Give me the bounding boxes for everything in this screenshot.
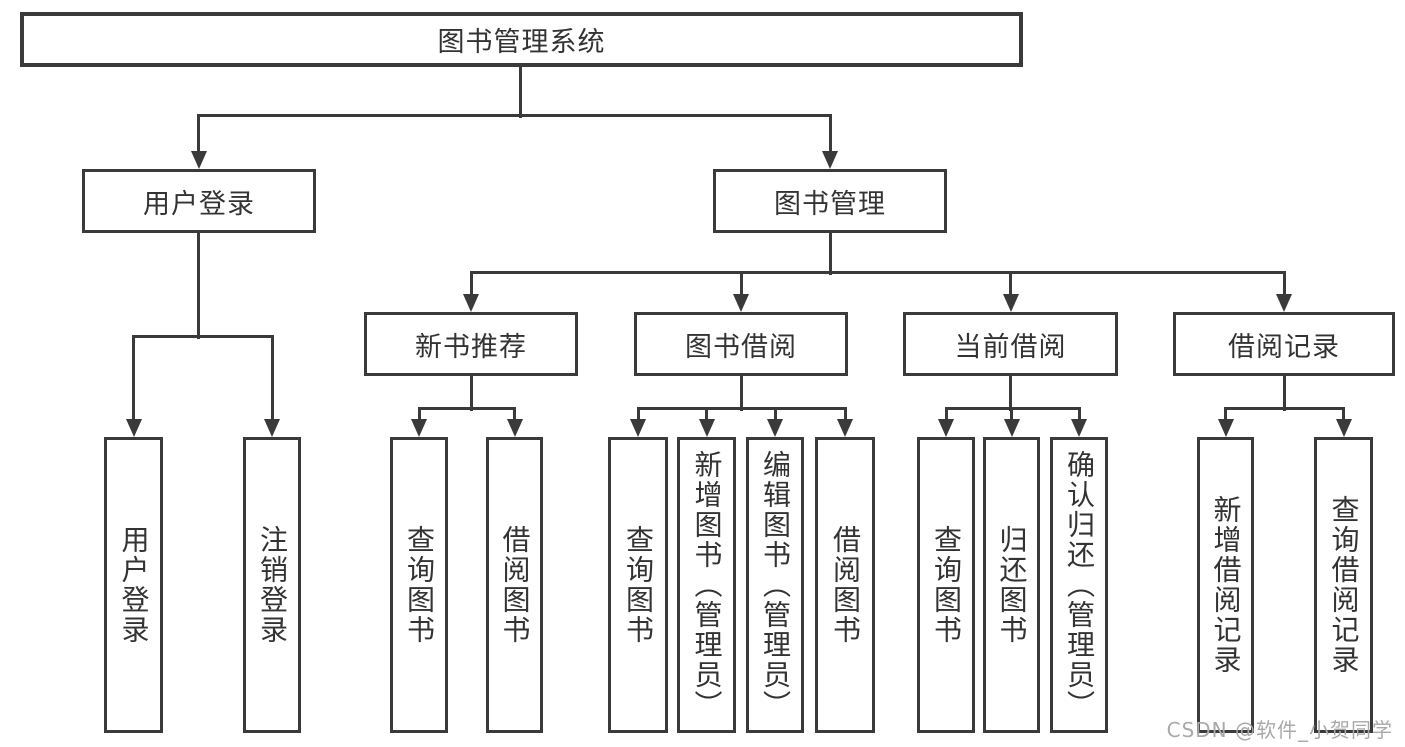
- connector-line: [518, 66, 522, 118]
- node-book-borrowing: 图书借阅: [634, 312, 848, 376]
- arrowhead: [125, 419, 142, 437]
- leaf-borrow-books-recommend: 借阅图书: [486, 437, 543, 733]
- connector-line: [773, 408, 777, 429]
- leaf-confirm-return-admin: 确认归还（管理员）: [1050, 437, 1108, 733]
- connector-line: [828, 115, 832, 161]
- connector-line: [944, 408, 948, 429]
- leaf-add-book-admin: 新增图书（管理员）: [677, 437, 736, 733]
- arrowhead: [1276, 294, 1292, 312]
- leaf-query-books-borrowing: 查询图书: [608, 437, 668, 733]
- leaf-query-borrow-record: 查询借阅记录: [1314, 437, 1373, 733]
- connector-line: [636, 408, 640, 429]
- connector-line: [1010, 408, 1013, 429]
- leaf-user-login: 用户登录: [104, 437, 163, 733]
- connector-line: [636, 406, 847, 410]
- connector-line: [417, 406, 516, 410]
- arrowhead: [1335, 419, 1352, 437]
- leaf-add-borrow-record: 新增借阅记录: [1197, 437, 1254, 733]
- arrowhead: [463, 294, 479, 312]
- arrowhead: [938, 419, 954, 437]
- connector-line: [1224, 408, 1227, 429]
- connector-line: [197, 115, 200, 161]
- connector-line: [132, 336, 135, 429]
- connector-line: [270, 336, 274, 429]
- leaf-edit-book-admin: 编辑图书（管理员）: [746, 437, 804, 733]
- arrowhead: [733, 294, 749, 312]
- connector-line: [132, 334, 274, 338]
- connector-line: [1077, 408, 1081, 429]
- node-borrowing-records: 借阅记录: [1173, 312, 1395, 376]
- node-new-book-recommendation: 新书推荐: [364, 312, 578, 376]
- connector-line: [705, 408, 708, 429]
- arrowhead: [1217, 419, 1234, 437]
- arrowhead: [767, 419, 783, 437]
- connector-line: [1282, 272, 1286, 304]
- connector-line: [197, 113, 832, 117]
- leaf-query-books-recommend: 查询图书: [390, 437, 448, 733]
- arrowhead: [411, 419, 427, 437]
- connector-line: [739, 376, 743, 411]
- connector-line: [1282, 376, 1286, 411]
- connector-line: [739, 272, 743, 304]
- connector-line: [1342, 408, 1345, 429]
- connector-line: [843, 408, 847, 429]
- node-current-borrowing: 当前借阅: [903, 312, 1118, 376]
- leaf-borrow-books: 借阅图书: [815, 437, 875, 733]
- connector-line: [1009, 376, 1012, 411]
- connector-line: [1224, 406, 1345, 410]
- arrowhead: [264, 419, 280, 437]
- leaf-return-books: 归还图书: [983, 437, 1040, 733]
- connector-line: [469, 272, 473, 304]
- connector-line: [513, 408, 516, 429]
- connector-line: [469, 270, 1286, 274]
- node-system-root: 图书管理系统: [20, 12, 1023, 67]
- leaf-logout: 注销登录: [243, 437, 301, 733]
- arrowhead: [1003, 419, 1020, 437]
- arrowhead: [506, 419, 523, 437]
- leaf-query-books-current: 查询图书: [917, 437, 975, 733]
- connector-line: [1009, 272, 1012, 304]
- connector-line: [197, 233, 200, 339]
- arrowhead: [1071, 419, 1087, 437]
- arrowhead: [630, 419, 646, 437]
- arrowhead: [1002, 294, 1019, 312]
- arrowhead: [698, 419, 715, 437]
- arrowhead: [822, 151, 838, 169]
- arrowhead: [837, 419, 853, 437]
- arrowhead: [190, 151, 207, 169]
- connector-line: [469, 376, 473, 411]
- connector-line: [417, 408, 421, 429]
- connector-line: [828, 233, 832, 275]
- watermark: CSDN @软件_小贺同学: [1166, 718, 1393, 742]
- node-user-login: 用户登录: [82, 169, 316, 233]
- node-book-management: 图书管理: [713, 169, 947, 233]
